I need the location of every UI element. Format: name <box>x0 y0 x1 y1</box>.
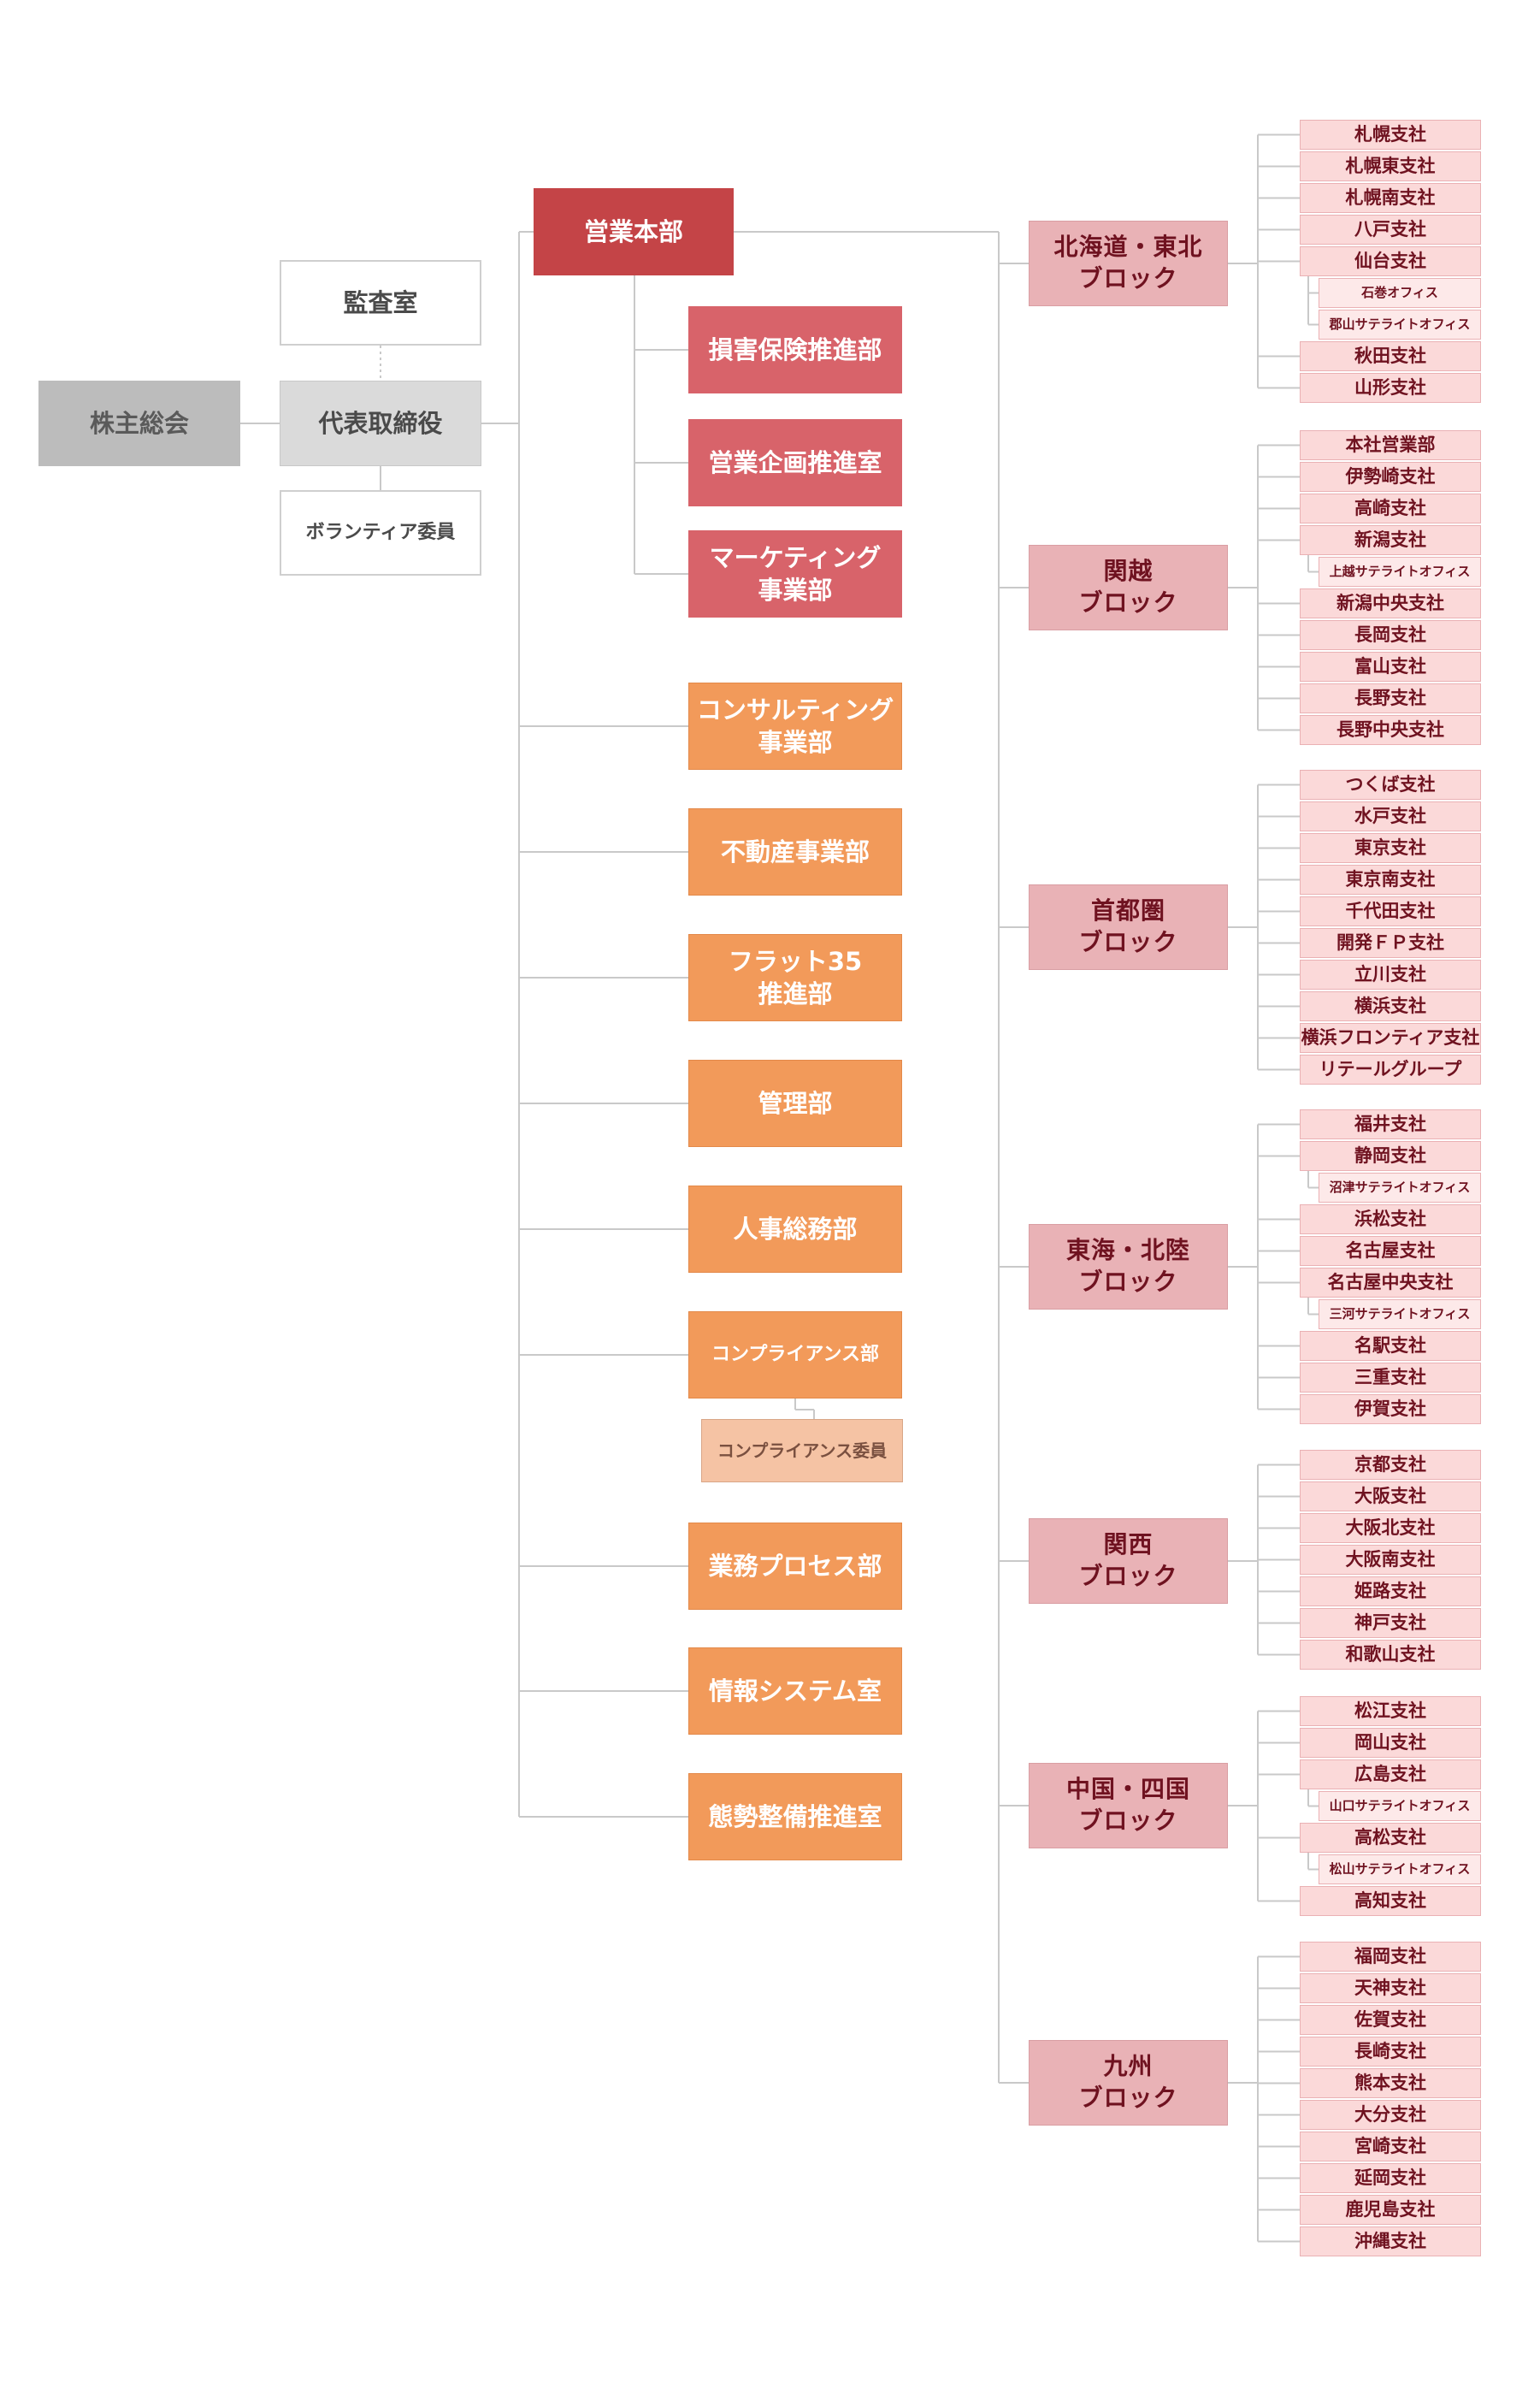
sub-office-box: 石巻オフィス <box>1319 278 1481 308</box>
block-2-box: 関越 ブロック <box>1029 545 1228 630</box>
branch-box: 伊勢崎支社 <box>1300 462 1481 492</box>
branch-box: 札幌支社 <box>1300 120 1481 150</box>
branch-box: 東京南支社 <box>1300 865 1481 895</box>
department-1-box: コンサルティング 事業部 <box>688 683 902 770</box>
block-1-box: 北海道・東北 ブロック <box>1029 221 1228 306</box>
branch-box: 新潟中央支社 <box>1300 588 1481 618</box>
representative-director-box: 代表取締役 <box>280 381 481 466</box>
department-3-box: フラット35 推進部 <box>688 934 902 1021</box>
audit-office-box: 監査室 <box>280 260 481 346</box>
branch-box: 伊賀支社 <box>1300 1394 1481 1424</box>
department-2-box: 不動産事業部 <box>688 808 902 896</box>
department-8-box: 情報システム室 <box>688 1647 902 1735</box>
branch-box: 水戸支社 <box>1300 801 1481 831</box>
branch-box: 大阪北支社 <box>1300 1513 1481 1543</box>
block-7-box: 九州 ブロック <box>1029 2040 1228 2126</box>
branch-box: 八戸支社 <box>1300 215 1481 245</box>
branch-box: 大阪南支社 <box>1300 1545 1481 1575</box>
branch-box: 高松支社 <box>1300 1823 1481 1853</box>
branch-box: 長崎支社 <box>1300 2037 1481 2067</box>
volunteer-committee-box: ボランティア委員 <box>280 490 481 576</box>
branch-box: 長野支社 <box>1300 683 1481 713</box>
branch-box: 札幌東支社 <box>1300 151 1481 181</box>
sub-office-box: 山口サテライトオフィス <box>1319 1791 1481 1821</box>
branch-box: 岡山支社 <box>1300 1728 1481 1758</box>
branch-box: 福岡支社 <box>1300 1942 1481 1972</box>
sales-headquarters-box: 営業本部 <box>534 188 734 275</box>
branch-box: 開発ＦＰ支社 <box>1300 928 1481 958</box>
branch-box: 本社営業部 <box>1300 430 1481 460</box>
branch-box: 高知支社 <box>1300 1886 1481 1916</box>
branch-box: 天神支社 <box>1300 1973 1481 2003</box>
department-6-box: コンプライアンス部 <box>688 1311 902 1399</box>
branch-box: 横浜支社 <box>1300 991 1481 1021</box>
branch-box: 東京支社 <box>1300 833 1481 863</box>
branch-box: 立川支社 <box>1300 960 1481 990</box>
branch-box: 横浜フロンティア支社 <box>1300 1023 1481 1053</box>
branch-box: 秋田支社 <box>1300 341 1481 371</box>
branch-box: 富山支社 <box>1300 652 1481 682</box>
branch-box: 札幌南支社 <box>1300 183 1481 213</box>
branch-box: 三重支社 <box>1300 1363 1481 1393</box>
sales-dept-2-box: 営業企画推進室 <box>688 419 902 506</box>
branch-box: 長岡支社 <box>1300 620 1481 650</box>
branch-box: 大阪支社 <box>1300 1481 1481 1511</box>
sales-dept-1-box: 損害保険推進部 <box>688 306 902 393</box>
branch-box: 浜松支社 <box>1300 1204 1481 1234</box>
branch-box: 熊本支社 <box>1300 2068 1481 2098</box>
branch-box: 鹿児島支社 <box>1300 2195 1481 2225</box>
branch-box: 名古屋支社 <box>1300 1236 1481 1266</box>
sub-office-box: 上越サテライトオフィス <box>1319 557 1481 587</box>
branch-box: 名駅支社 <box>1300 1331 1481 1361</box>
block-6-box: 中国・四国 ブロック <box>1029 1763 1228 1848</box>
branch-box: 福井支社 <box>1300 1109 1481 1139</box>
branch-box: つくば支社 <box>1300 770 1481 800</box>
branch-box: 神戸支社 <box>1300 1608 1481 1638</box>
branch-box: 広島支社 <box>1300 1759 1481 1789</box>
branch-box: 千代田支社 <box>1300 896 1481 926</box>
department-4-box: 管理部 <box>688 1060 902 1147</box>
branch-box: 京都支社 <box>1300 1450 1481 1480</box>
branch-box: 沖縄支社 <box>1300 2226 1481 2256</box>
department-5-box: 人事総務部 <box>688 1186 902 1273</box>
branch-box: 長野中央支社 <box>1300 715 1481 745</box>
branch-box: 大分支社 <box>1300 2100 1481 2130</box>
branch-box: 新潟支社 <box>1300 525 1481 555</box>
branch-box: 高崎支社 <box>1300 494 1481 523</box>
shareholders-meeting-box: 株主総会 <box>38 381 240 466</box>
branch-box: 山形支社 <box>1300 373 1481 403</box>
sales-dept-3-box: マーケティング 事業部 <box>688 530 902 618</box>
sub-office-box: 郡山サテライトオフィス <box>1319 310 1481 340</box>
branch-box: 名古屋中央支社 <box>1300 1268 1481 1298</box>
branch-box: 静岡支社 <box>1300 1141 1481 1171</box>
branch-box: 松江支社 <box>1300 1696 1481 1726</box>
branch-box: 仙台支社 <box>1300 246 1481 276</box>
sub-office-box: 三河サテライトオフィス <box>1319 1299 1481 1329</box>
sub-office-box: 松山サテライトオフィス <box>1319 1854 1481 1884</box>
block-4-box: 東海・北陸 ブロック <box>1029 1224 1228 1310</box>
branch-box: 姫路支社 <box>1300 1576 1481 1606</box>
sub-office-box: 沼津サテライトオフィス <box>1319 1173 1481 1203</box>
block-5-box: 関西 ブロック <box>1029 1518 1228 1604</box>
branch-box: リテールグループ <box>1300 1055 1481 1085</box>
compliance-committee-box: コンプライアンス委員 <box>701 1419 903 1482</box>
department-9-box: 態勢整備推進室 <box>688 1773 902 1860</box>
branch-box: 宮崎支社 <box>1300 2132 1481 2161</box>
branch-box: 延岡支社 <box>1300 2163 1481 2193</box>
department-7-box: 業務プロセス部 <box>688 1523 902 1610</box>
branch-box: 佐賀支社 <box>1300 2005 1481 2035</box>
branch-box: 和歌山支社 <box>1300 1640 1481 1670</box>
block-3-box: 首都圏 ブロック <box>1029 884 1228 970</box>
